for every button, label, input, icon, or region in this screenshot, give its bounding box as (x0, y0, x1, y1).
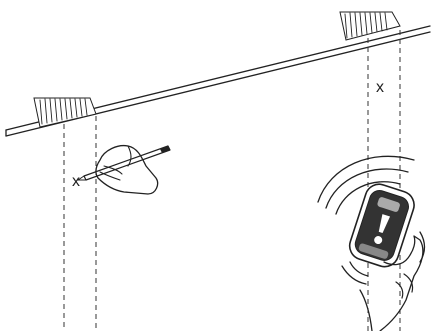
pencil-icon (77, 145, 171, 181)
signal-waves-icon (317, 155, 426, 285)
mark-right: x (376, 79, 384, 96)
hand-with-pencil (77, 144, 171, 195)
hand-holding-device (359, 235, 424, 331)
stud-left (33, 97, 97, 128)
stud-right (339, 11, 401, 41)
stud-finder-icon (348, 183, 415, 268)
mark-left: x (72, 173, 80, 190)
